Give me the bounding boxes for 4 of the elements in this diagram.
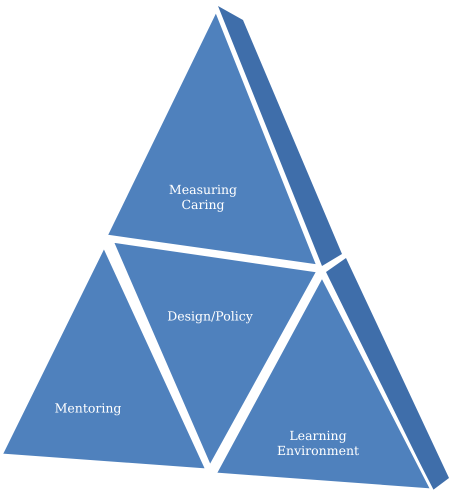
segment-label: Mentoring xyxy=(54,400,122,416)
segment-label: Learning Environment xyxy=(276,428,360,458)
segment-label: Design/Policy xyxy=(166,308,254,324)
segment-label: Measuring Caring xyxy=(168,182,238,212)
